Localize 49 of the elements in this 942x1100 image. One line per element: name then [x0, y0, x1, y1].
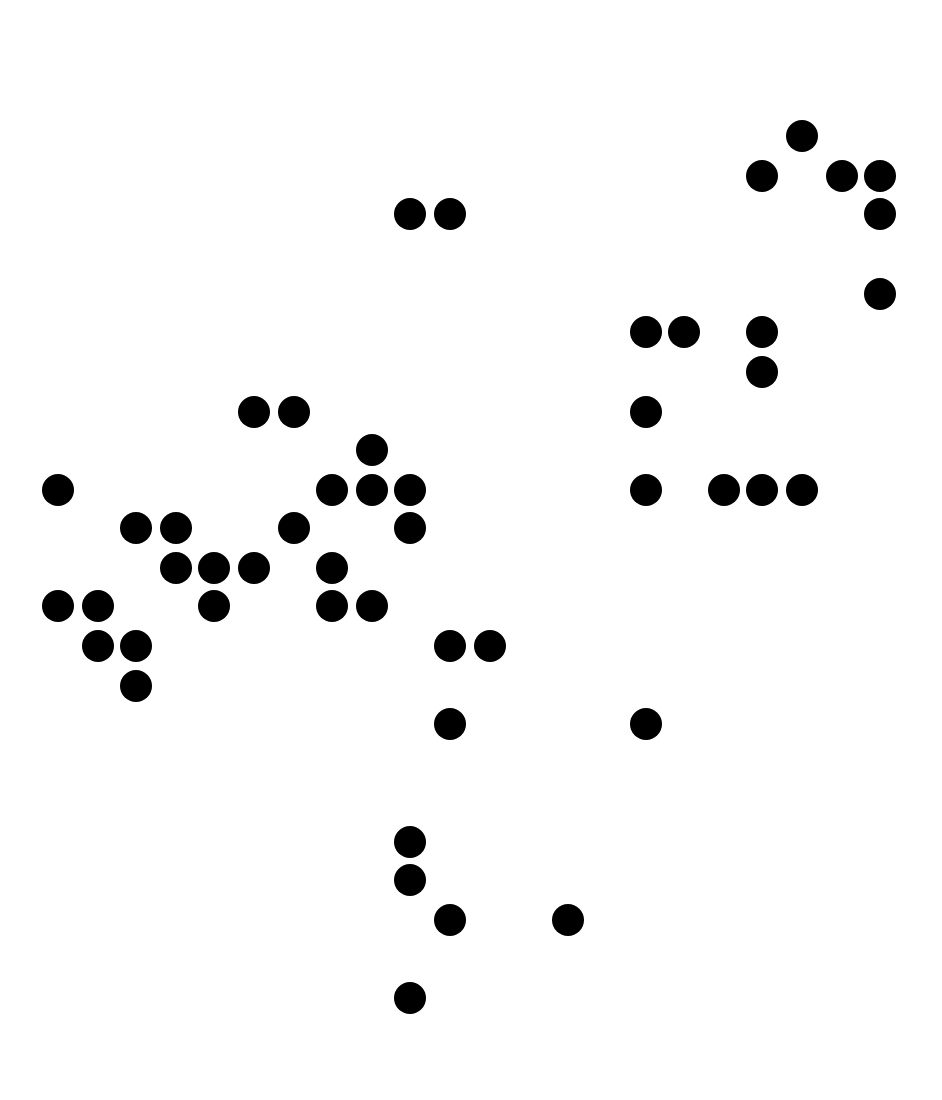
- dot: [82, 590, 114, 622]
- dot: [746, 356, 778, 388]
- dot: [864, 278, 896, 310]
- dot: [238, 552, 270, 584]
- dot: [160, 552, 192, 584]
- dot: [356, 474, 388, 506]
- dot: [198, 590, 230, 622]
- dot: [120, 630, 152, 662]
- dot: [394, 474, 426, 506]
- dot: [746, 474, 778, 506]
- dot: [434, 904, 466, 936]
- dot: [238, 396, 270, 428]
- dot: [394, 512, 426, 544]
- dot: [394, 864, 426, 896]
- dot: [120, 512, 152, 544]
- dot: [630, 474, 662, 506]
- dot: [120, 670, 152, 702]
- dot: [356, 590, 388, 622]
- dot: [278, 512, 310, 544]
- dot: [434, 708, 466, 740]
- dot: [864, 198, 896, 230]
- dot: [434, 630, 466, 662]
- dot: [42, 474, 74, 506]
- dot: [552, 904, 584, 936]
- dot: [668, 316, 700, 348]
- dot: [394, 826, 426, 858]
- dot: [434, 198, 466, 230]
- dot: [630, 316, 662, 348]
- dot: [786, 474, 818, 506]
- dot: [278, 396, 310, 428]
- dot: [826, 160, 858, 192]
- dot: [394, 198, 426, 230]
- dot: [746, 316, 778, 348]
- dot: [316, 590, 348, 622]
- dot: [786, 120, 818, 152]
- dot: [316, 552, 348, 584]
- dot: [160, 512, 192, 544]
- dot: [708, 474, 740, 506]
- dot: [394, 982, 426, 1014]
- dot: [82, 630, 114, 662]
- dot: [316, 474, 348, 506]
- dot: [42, 590, 74, 622]
- dot: [630, 708, 662, 740]
- dot: [474, 630, 506, 662]
- dot: [864, 160, 896, 192]
- dot: [198, 552, 230, 584]
- dot: [630, 396, 662, 428]
- dot: [356, 434, 388, 466]
- dot: [746, 160, 778, 192]
